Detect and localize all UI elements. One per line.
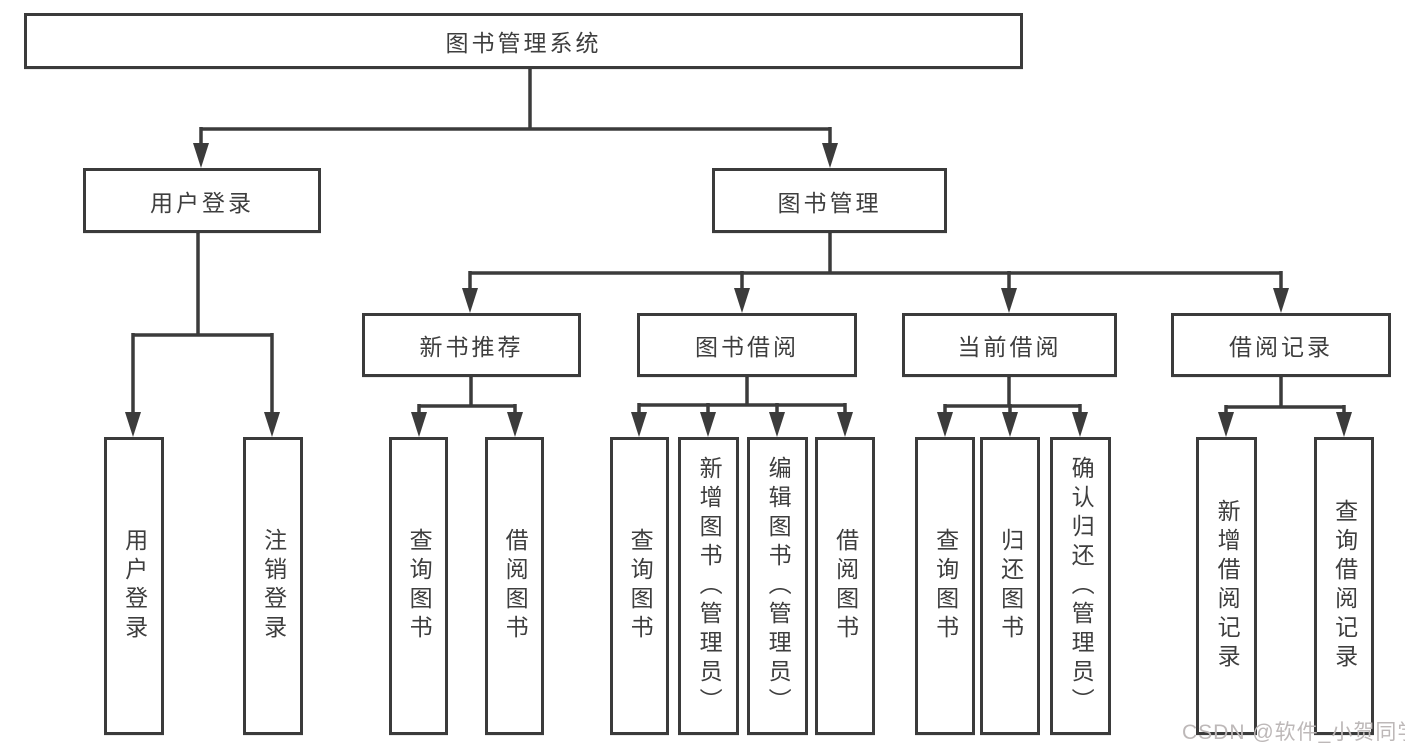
node-label: 新书推荐 (419, 334, 524, 360)
leaf-add-books-admin: 新增图书（管理员） (678, 437, 739, 735)
node-label: 图书管理系统 (445, 30, 602, 56)
leaf-label: 借阅图书 (502, 528, 529, 644)
leaf-query-books-recommend: 查询图书 (389, 437, 448, 735)
leaf-query-borrow-record: 查询借阅记录 (1314, 437, 1374, 735)
leaf-return-books: 归还图书 (980, 437, 1040, 735)
leaf-confirm-return-admin: 确认归还（管理员） (1050, 437, 1111, 735)
leaf-label: 确认归还（管理员） (1068, 455, 1095, 717)
leaf-label: 归还图书 (997, 528, 1024, 644)
node-borrowing-records: 借阅记录 (1171, 313, 1391, 377)
leaf-label: 查询图书 (406, 528, 433, 644)
leaf-query-books-current: 查询图书 (915, 437, 975, 735)
leaf-label: 查询图书 (932, 528, 959, 644)
leaf-query-books-borrowing: 查询图书 (610, 437, 669, 735)
leaf-label: 用户登录 (121, 528, 148, 644)
node-book-management: 图书管理 (712, 168, 947, 233)
leaf-label: 编辑图书（管理员） (765, 455, 792, 717)
node-label: 用户登录 (150, 189, 254, 216)
leaf-label: 新增借阅记录 (1214, 499, 1241, 673)
leaf-add-borrow-record: 新增借阅记录 (1196, 437, 1257, 735)
leaf-label: 查询借阅记录 (1331, 499, 1358, 673)
node-label: 当前借阅 (957, 334, 1062, 360)
node-label: 图书管理 (777, 189, 882, 216)
node-user-login: 用户登录 (83, 168, 321, 233)
leaf-edit-books-admin: 编辑图书（管理员） (747, 437, 808, 735)
node-label: 借阅记录 (1229, 334, 1333, 360)
arrowheads (125, 143, 1352, 437)
node-label: 图书借阅 (695, 334, 799, 360)
leaf-logout: 注销登录 (243, 437, 303, 735)
leaf-user-login: 用户登录 (104, 437, 164, 735)
leaf-borrow-books-borrowing: 借阅图书 (815, 437, 875, 735)
leaf-label: 新增图书（管理员） (696, 455, 723, 717)
leaf-label: 借阅图书 (832, 528, 859, 644)
leaf-borrow-books-recommend: 借阅图书 (485, 437, 544, 735)
csdn-watermark: CSDN @软件_小贺同学 (1182, 721, 1405, 744)
leaf-label: 查询图书 (627, 528, 654, 644)
node-new-book-recommendation: 新书推荐 (362, 313, 581, 377)
node-current-borrowing: 当前借阅 (902, 313, 1117, 377)
leaf-label: 注销登录 (260, 528, 287, 644)
node-book-borrowing: 图书借阅 (637, 313, 857, 377)
node-library-system: 图书管理系统 (24, 13, 1023, 69)
